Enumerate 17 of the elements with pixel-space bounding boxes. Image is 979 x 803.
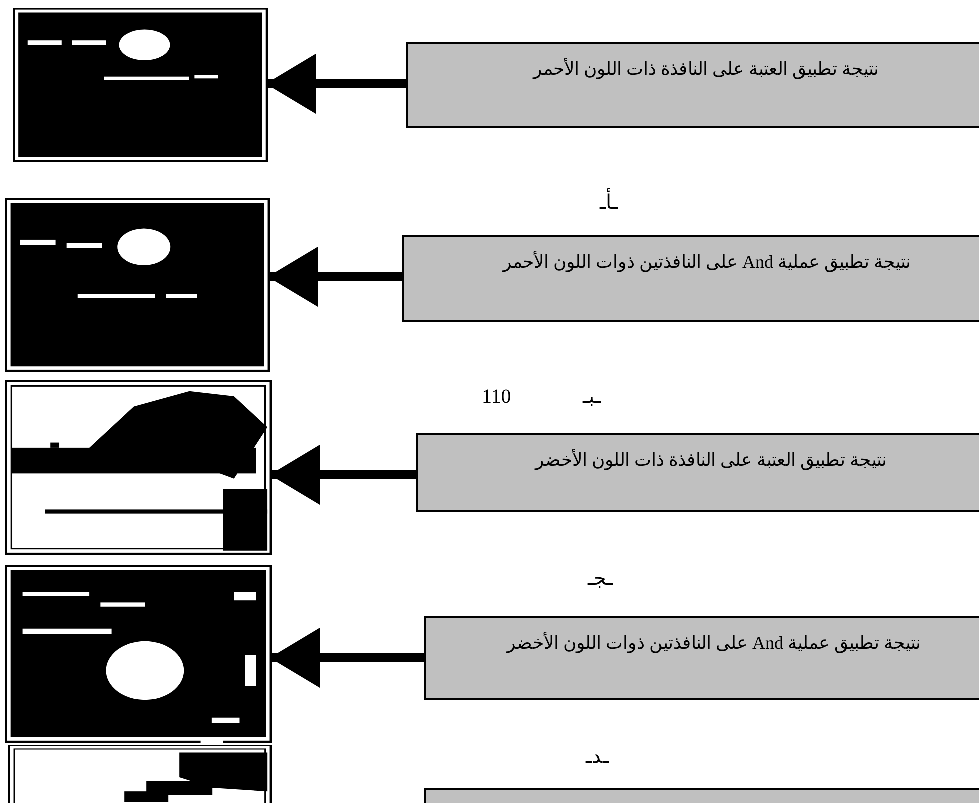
arrow [268, 247, 402, 307]
caption-box [424, 616, 979, 700]
panel-letter: ـبـ [583, 385, 601, 409]
panel-letter: ـدـ [586, 745, 609, 769]
caption-box [416, 433, 979, 512]
caption-box [402, 235, 979, 322]
page-number: 110 [482, 386, 512, 409]
panel-letter: ـجـ [588, 567, 613, 591]
caption-text: نتيجة تطبيق عملية And على النافذتين ذوات اللون الأخضر [507, 632, 921, 656]
arrow [270, 445, 416, 505]
caption-text: نتيجة تطبيق العتبة على النافذة ذات اللون الأخضر [535, 449, 887, 472]
caption-box [406, 42, 979, 128]
panel-letter: ـأـ [600, 190, 618, 215]
caption-text: نتيجة تطبيق عملية And على النافذتين ذوات اللون الأحمر [503, 251, 911, 274]
caption-text: نتيجة تطبيق العتبة على النافذة ذات اللون الأحمر [533, 58, 879, 82]
arrow [270, 628, 424, 688]
arrow [266, 54, 406, 114]
